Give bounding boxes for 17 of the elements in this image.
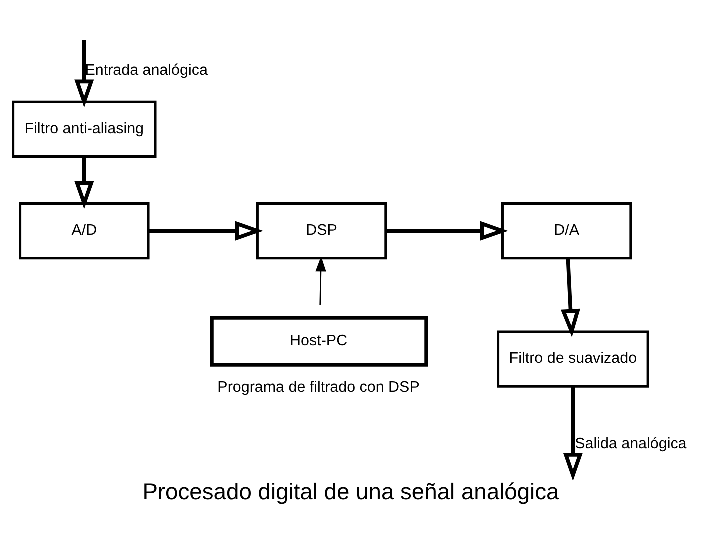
node-box: Filtro de suavizado [497,330,650,388]
arrow [74,156,94,209]
arrow [148,220,264,240]
edge-label: Salida analógica [575,434,687,452]
arrow [74,40,94,108]
node-box: A/D [19,202,150,260]
node-box: DSP [256,202,388,260]
arrow [316,256,326,305]
node-box: Filtro anti-aliasing [12,100,157,158]
arrow [386,220,508,240]
arrow [563,386,583,481]
node-box: Host-PC [210,316,428,366]
arrow [560,258,580,337]
node-label: Programa de filtrado con DSP [218,378,420,396]
node-box: D/A [501,202,632,260]
caption: Procesado digital de una señal analógica [142,478,560,504]
edge-label: Entrada analógica [85,62,208,79]
